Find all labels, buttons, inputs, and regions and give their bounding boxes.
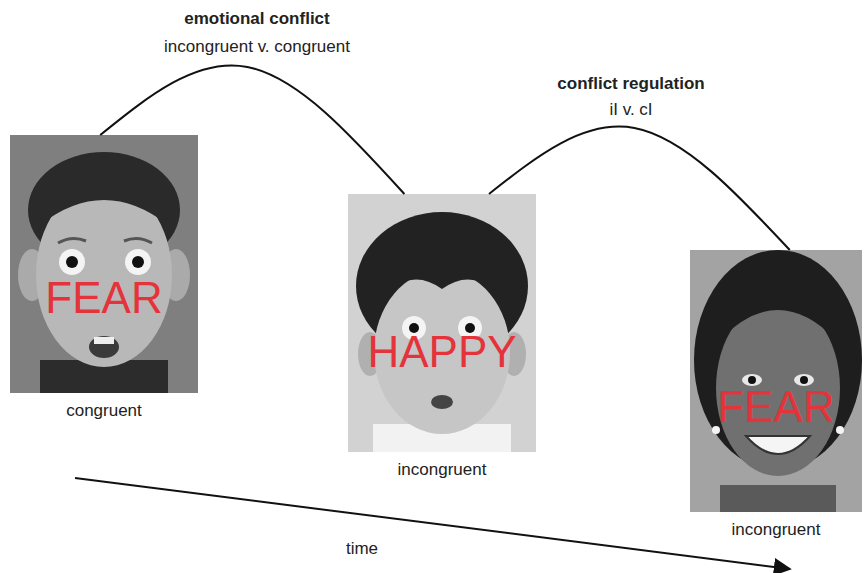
time-arrow [75,478,790,569]
condition-label: incongruent [690,520,862,540]
contrast-title: emotional conflict [184,8,329,30]
emotion-word: FEAR [10,276,198,320]
face-photo [348,194,536,452]
contrast-title: conflict regulation [557,73,704,95]
face-stimulus: HAPPY incongruent [348,194,536,482]
face-photo [10,135,198,393]
emotion-word: HAPPY [348,330,536,374]
emotion-word: FEAR [690,385,862,429]
condition-label: incongruent [348,460,536,480]
contrast-arc [100,65,404,194]
contrast-label: iI v. cI [609,99,652,121]
contrast-label: time [346,538,378,560]
face-stimulus: FEAR congruent [10,135,198,423]
condition-label: congruent [10,401,198,421]
contrast-label: incongruent v. congruent [164,36,350,58]
face-stimulus: FEAR incongruent [690,250,862,542]
face-photo [690,250,862,512]
contrast-arc [489,127,790,250]
